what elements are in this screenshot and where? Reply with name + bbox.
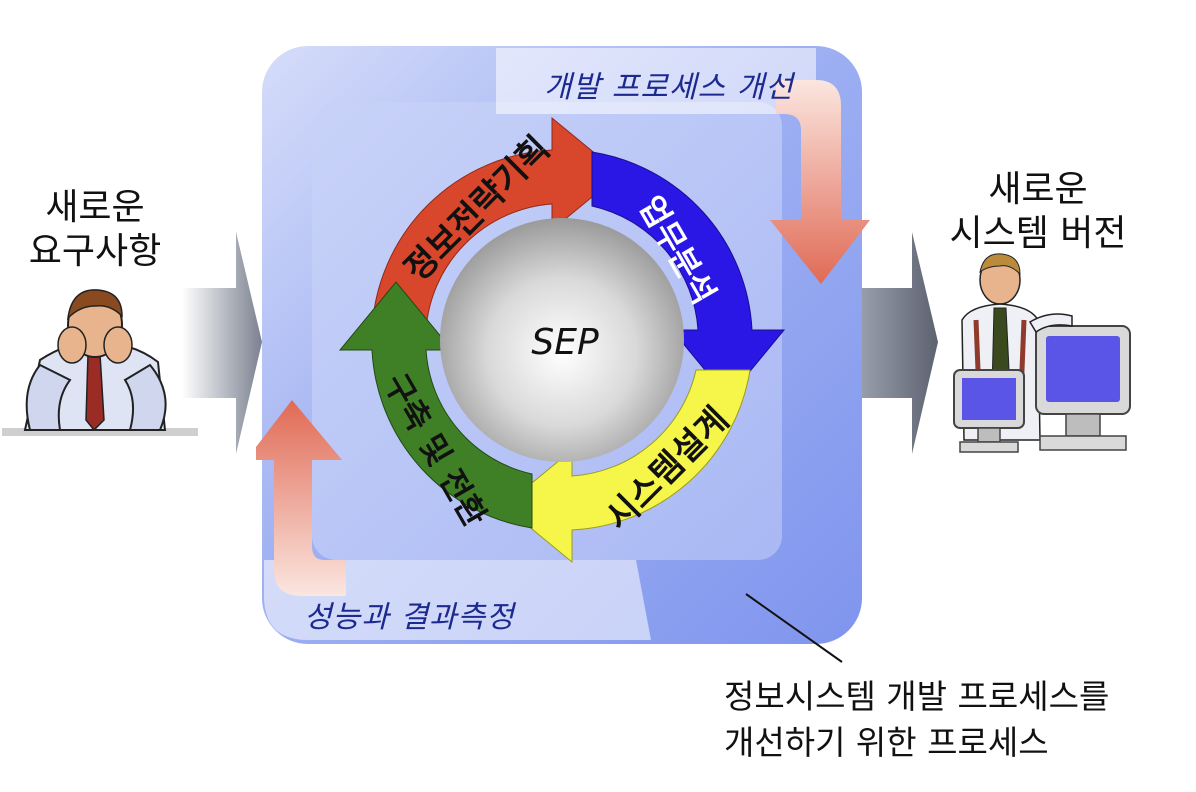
sep-process-panel <box>256 46 870 644</box>
new-system-line-2: 시스템 버전 <box>949 213 1127 254</box>
input-arrow <box>182 232 262 454</box>
performance-measurement-label: 성능과 결과측정 <box>304 600 515 635</box>
callout-leader-line <box>745 593 843 663</box>
performance-measurement-arrow <box>256 400 346 596</box>
new-system-line-1: 새로운 <box>988 169 1088 210</box>
new-requirements-label: 새로운 요구사항 <box>10 186 180 274</box>
stressed-person-illustration <box>2 289 198 436</box>
process-improvement-label: 개발 프로세스 개선 <box>544 70 794 105</box>
person-with-computers-illustration <box>953 253 1131 453</box>
sep-center-label: SEP <box>531 322 599 363</box>
callout-line-2: 개선하기 위한 프로세스 <box>724 723 1049 762</box>
sep-cycle-ring <box>338 116 786 564</box>
callout-line-1: 정보시스템 개발 프로세스를 <box>724 677 1110 716</box>
callout-text: 정보시스템 개발 프로세스를 개선하기 위한 프로세스 <box>724 674 1184 766</box>
new-system-version-label: 새로운 시스템 버전 <box>928 168 1148 256</box>
new-requirements-line-2: 요구사항 <box>28 231 162 272</box>
process-improvement-arrow <box>770 80 870 284</box>
output-arrow <box>858 232 938 454</box>
new-requirements-line-1: 새로운 <box>45 187 145 228</box>
